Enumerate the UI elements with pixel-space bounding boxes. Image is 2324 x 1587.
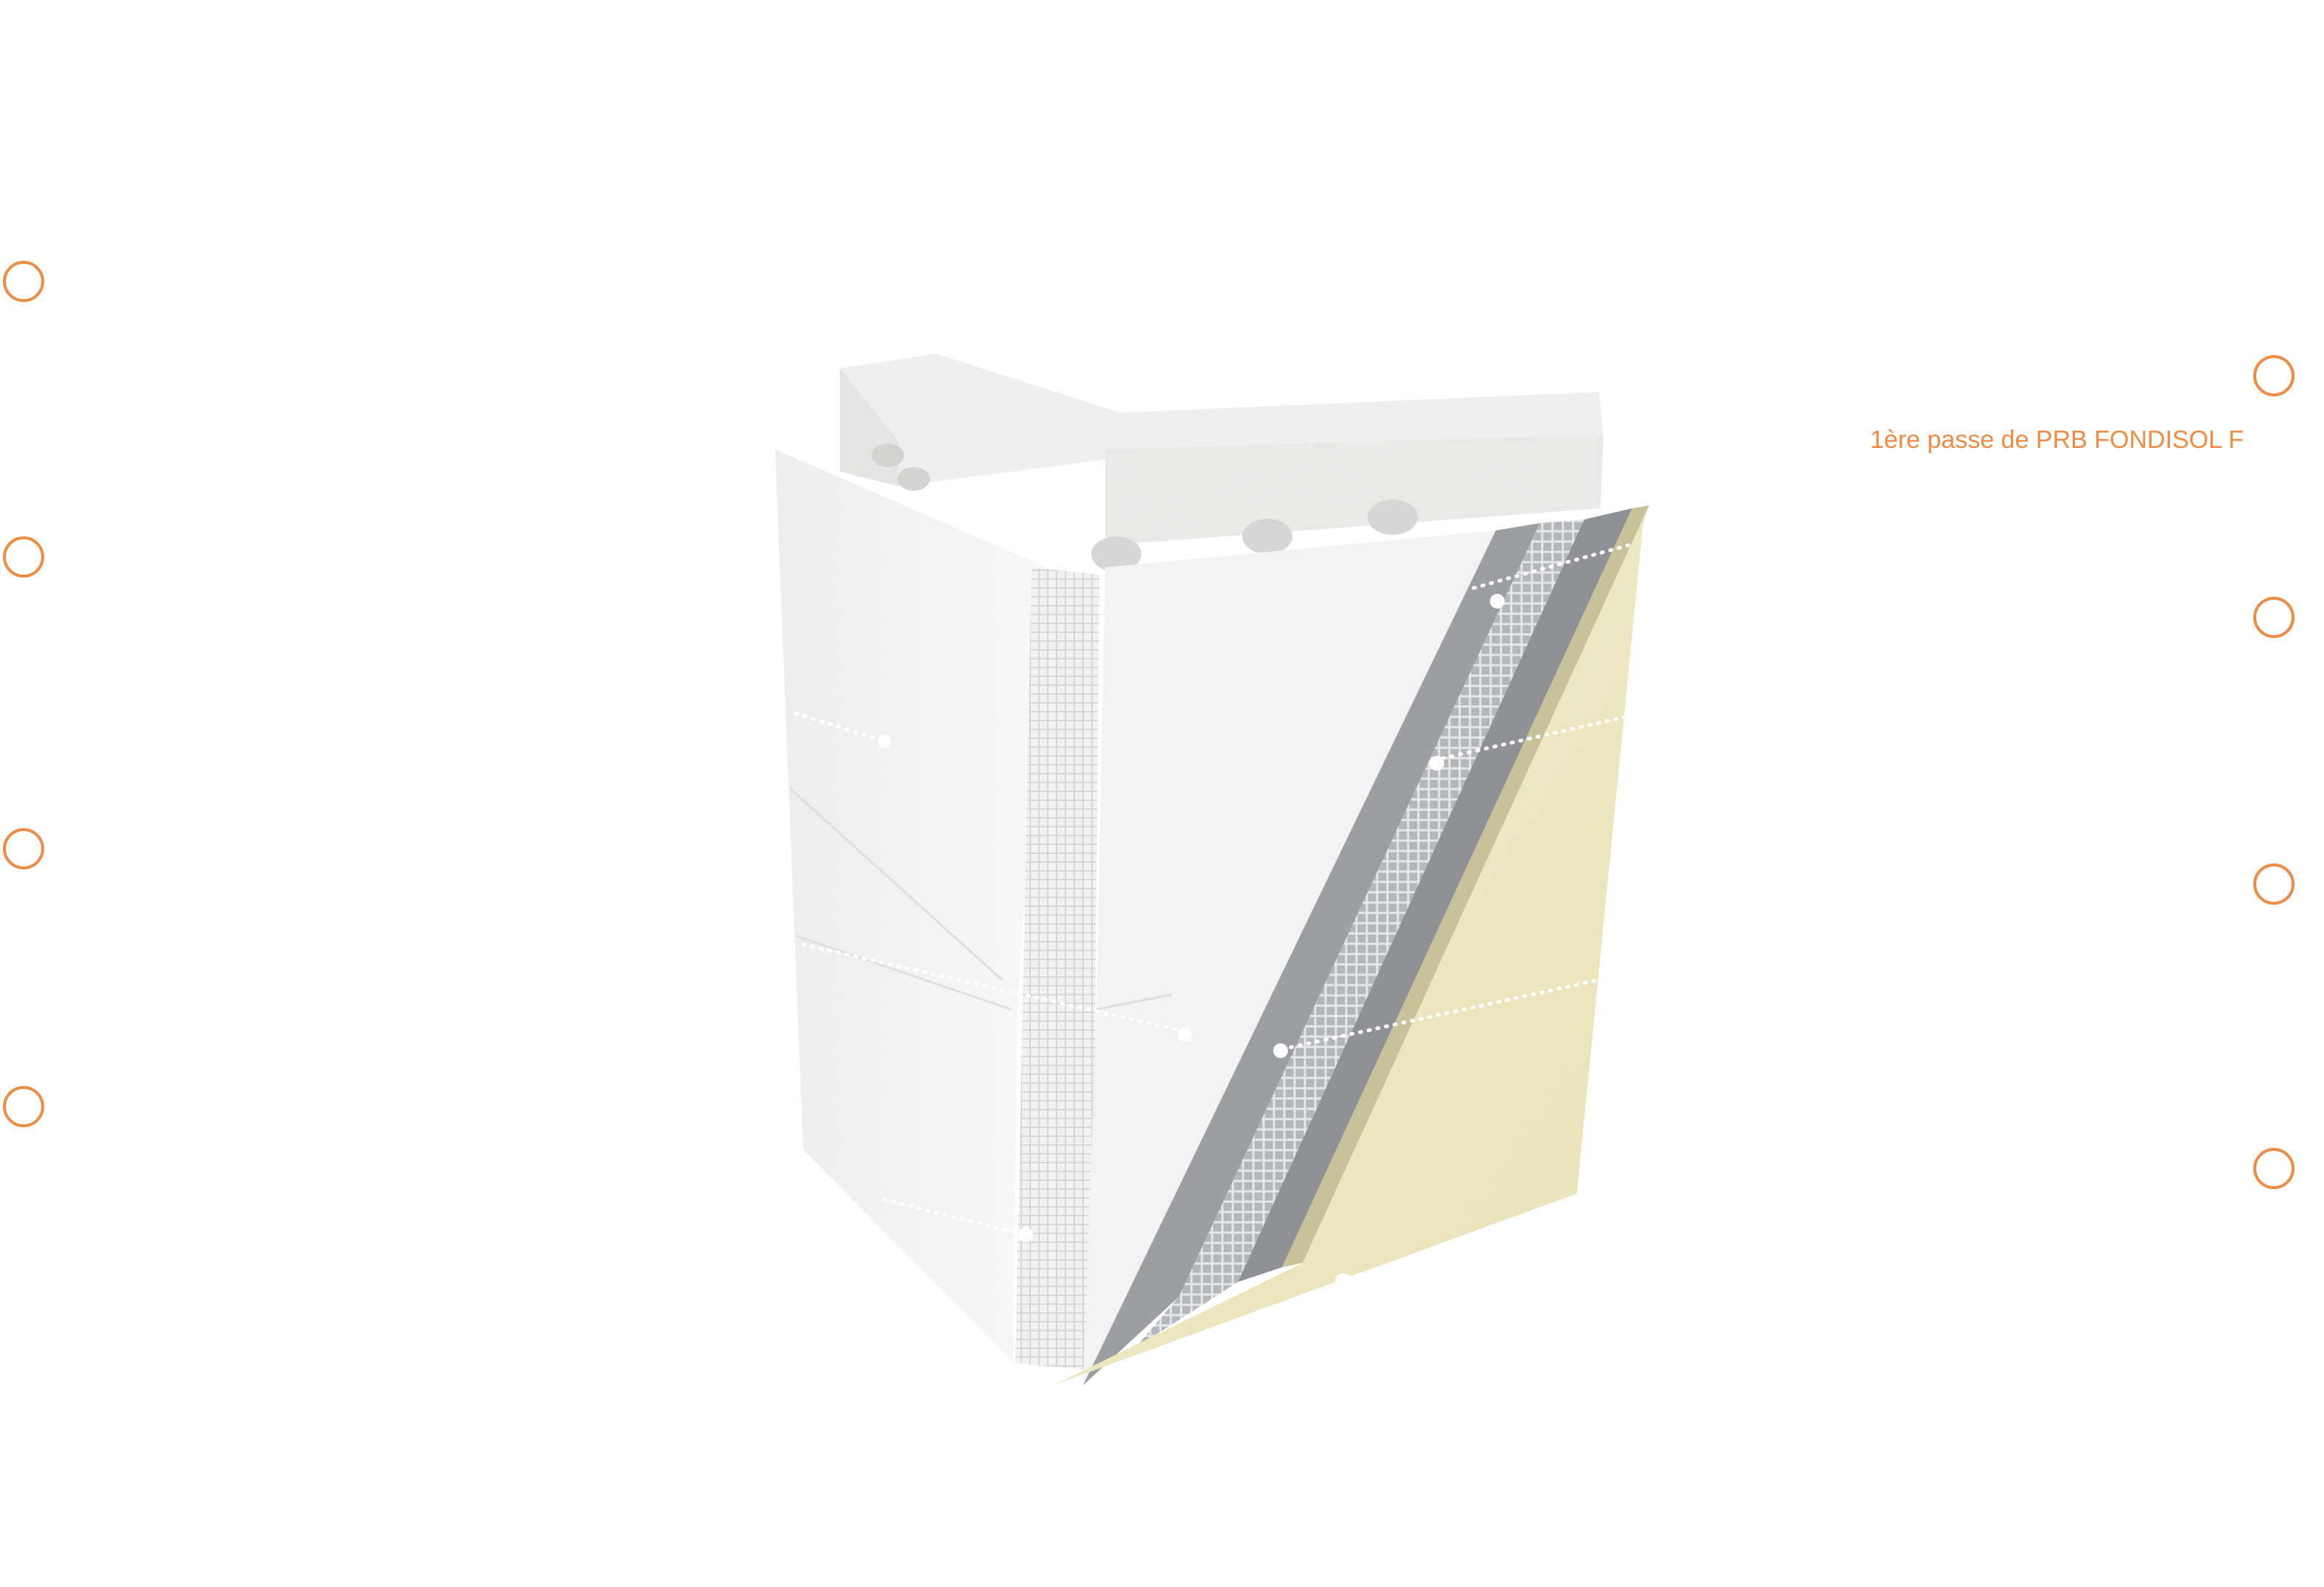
second-coat-band [1238,508,1632,1282]
annotation-marker-left-4[interactable] [3,1086,44,1127]
insulation-left-face [775,449,1046,1363]
base-coat-band [1083,523,1540,1385]
leader-dots [878,502,1505,1288]
annotation-marker-right-3[interactable] [2253,863,2295,905]
finish-coat-face [1054,505,1649,1385]
reinforcement-mesh-band [1135,519,1584,1348]
leader-lines [794,543,1631,1280]
annotation-label-active: 1ère passe de PRB FONDISOL F [1870,426,2244,454]
annotation-marker-left-2[interactable] [3,536,44,578]
annotation-marker-right-1[interactable] [2253,355,2295,396]
annotation-marker-right-2[interactable] [2253,597,2295,638]
annotation-marker-left-1[interactable] [3,261,44,302]
annotation-marker-left-3[interactable] [3,828,44,869]
primer-band [1282,505,1649,1267]
annotation-marker-right-4[interactable] [2253,1148,2295,1189]
corner-mesh-strip [1015,567,1099,1370]
concrete-block [840,354,1603,572]
